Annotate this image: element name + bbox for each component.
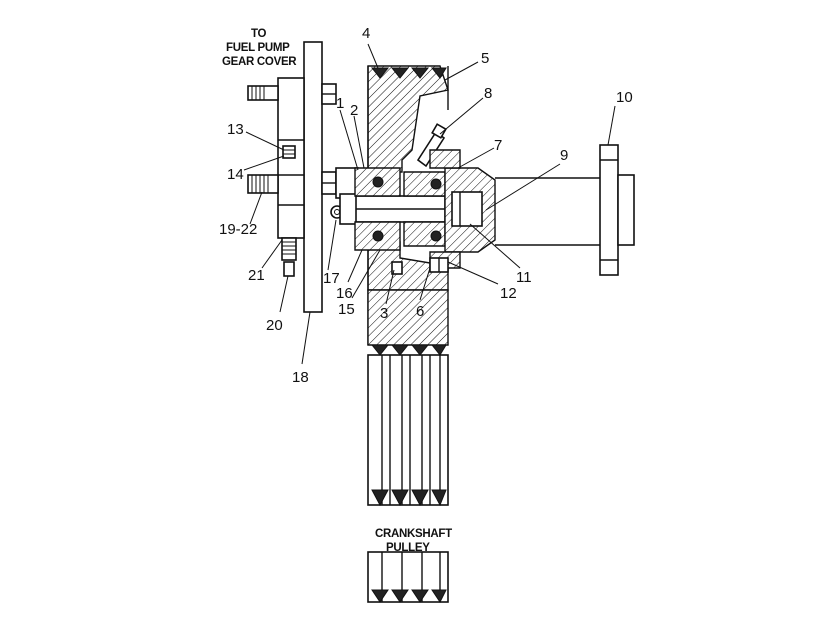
callout-14: 14	[227, 166, 244, 183]
callout-1: 1	[336, 95, 344, 112]
fuel-pump-caption-line3: GEAR COVER	[222, 56, 297, 68]
callout-13: 13	[227, 121, 244, 138]
adjusting-stud	[247, 167, 359, 199]
callout-12: 12	[500, 285, 517, 302]
callout-7: 7	[494, 137, 502, 154]
leader-lines	[243, 43, 616, 365]
adjusting-screw	[281, 237, 297, 277]
callout-16: 16	[336, 285, 353, 302]
callout-15: 15	[338, 301, 355, 318]
extension-tube	[495, 177, 600, 246]
bearing-outer	[354, 167, 446, 251]
fuel-pump-caption-line1: TO	[251, 28, 267, 40]
callout-9: 9	[560, 147, 568, 164]
crankshaft-caption-line2: PULLEY	[386, 542, 430, 554]
callout-17: 17	[323, 270, 340, 287]
callout-11: 11	[516, 269, 532, 286]
callout-8: 8	[484, 85, 492, 102]
top-stud	[247, 83, 337, 105]
callout-20: 20	[266, 317, 283, 334]
callout-19-22: 19-22	[219, 221, 257, 238]
idler-shaft	[339, 193, 446, 225]
crankshaft-caption-line1: CRANKSHAFT	[375, 528, 452, 540]
callout-21: 21	[248, 267, 265, 284]
spacer-block	[282, 145, 296, 159]
crankshaft-pulley	[367, 289, 449, 603]
callout-4: 4	[362, 25, 370, 42]
callout-3: 3	[380, 305, 388, 322]
pivot-bolt	[391, 257, 449, 275]
callout-6: 6	[416, 303, 424, 320]
mounting-flange	[599, 144, 635, 276]
callout-5: 5	[481, 50, 489, 67]
fuel-pump-caption-line2: FUEL PUMP	[226, 42, 290, 54]
callout-10: 10	[616, 89, 633, 106]
callout-18: 18	[292, 369, 309, 386]
hub-cap	[429, 149, 496, 269]
grease-fitting	[416, 123, 447, 168]
callout-2: 2	[350, 102, 358, 119]
